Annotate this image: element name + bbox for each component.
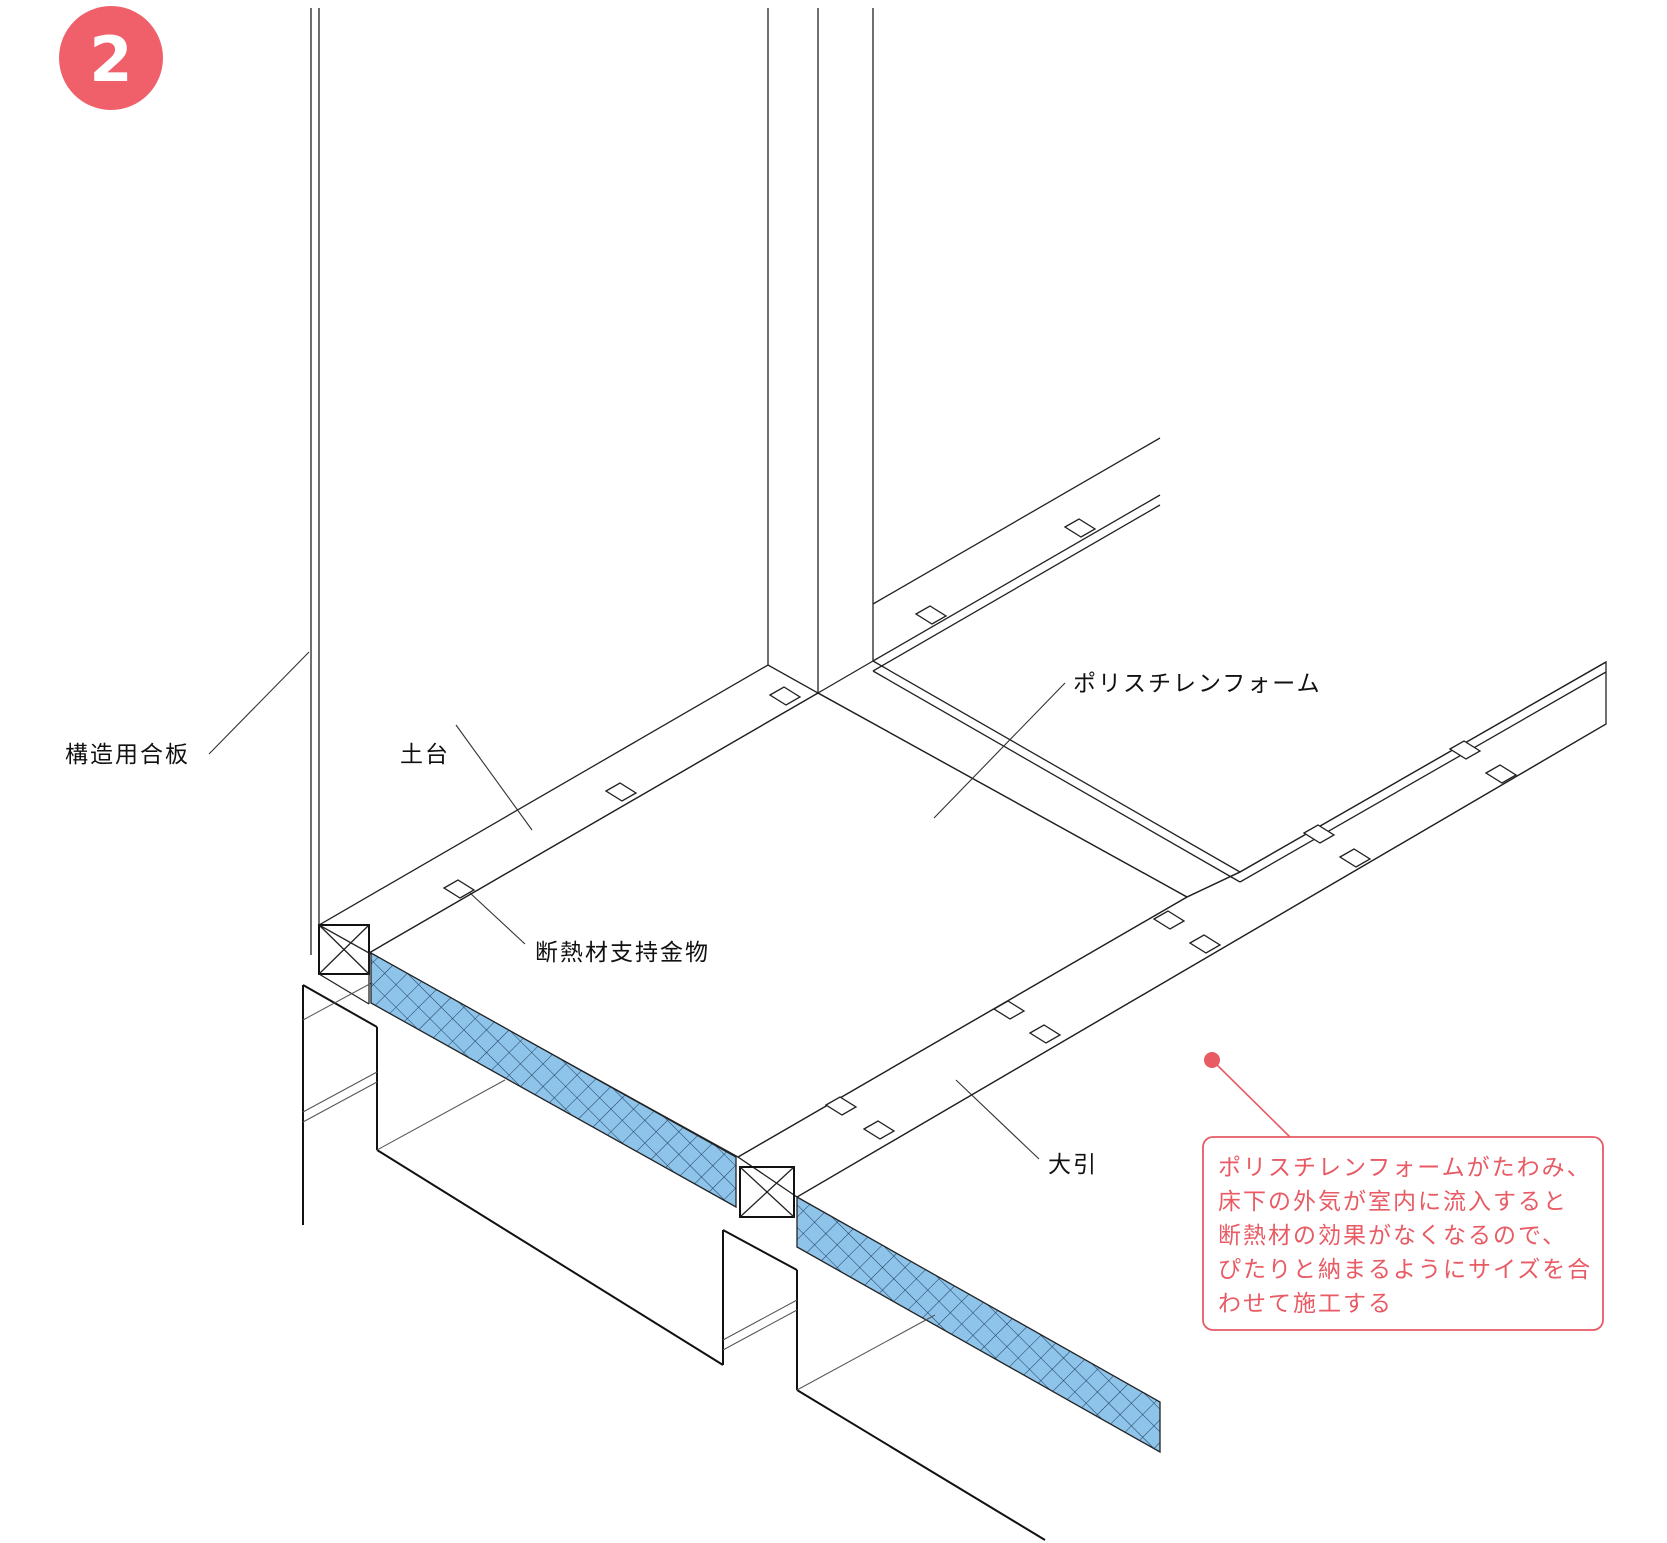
note-line-5: わせて施工する bbox=[1218, 1291, 1393, 1317]
label-floor-beam: 大引 bbox=[1048, 1152, 1098, 1178]
note-line-3: 断熱材の効果がなくなるので、 bbox=[1218, 1223, 1567, 1249]
note-line-4: ぴたりと納まるようにサイズを合 bbox=[1218, 1257, 1592, 1283]
bracket bbox=[1484, 764, 1518, 784]
label-structural-plywood: 構造用合板 bbox=[65, 742, 190, 768]
bracket bbox=[992, 1000, 1026, 1020]
note-line-1: ポリスチレンフォームがたわみ、 bbox=[1218, 1155, 1592, 1181]
bracket bbox=[824, 1096, 858, 1116]
label-sill: 土台 bbox=[400, 742, 450, 768]
bracket bbox=[1028, 1024, 1062, 1044]
bracket bbox=[1448, 740, 1482, 760]
insulation-brackets bbox=[442, 518, 1518, 1140]
bracket bbox=[1338, 848, 1372, 868]
structural-plywood-wall bbox=[310, 8, 320, 955]
foundation bbox=[302, 979, 724, 1366]
callout-note: ポリスチレンフォームがたわみ、 床下の外気が室内に流入すると 断熱材の効果がなく… bbox=[1202, 1052, 1604, 1331]
bracket bbox=[604, 782, 638, 802]
bracket bbox=[914, 605, 948, 625]
sill bbox=[317, 660, 1241, 1005]
floor-beam bbox=[722, 660, 1607, 1541]
back-wall bbox=[767, 8, 1161, 693]
bracket bbox=[1188, 934, 1222, 954]
leader-lines bbox=[208, 651, 1066, 1160]
bracket bbox=[1063, 518, 1097, 538]
bracket bbox=[1152, 910, 1186, 930]
bracket bbox=[862, 1120, 896, 1140]
label-insulation-bracket: 断熱材支持金物 bbox=[535, 940, 710, 966]
bracket bbox=[1302, 824, 1336, 844]
label-polystyrene-foam: ポリスチレンフォーム bbox=[1073, 671, 1322, 697]
polystyrene-foam-panel bbox=[367, 692, 1189, 1454]
note-line-2: 床下の外気が室内に流入すると bbox=[1218, 1189, 1568, 1215]
step-number: 2 bbox=[89, 23, 132, 96]
bracket bbox=[768, 686, 802, 706]
bracket bbox=[442, 879, 476, 899]
step-badge: 2 bbox=[59, 6, 163, 110]
